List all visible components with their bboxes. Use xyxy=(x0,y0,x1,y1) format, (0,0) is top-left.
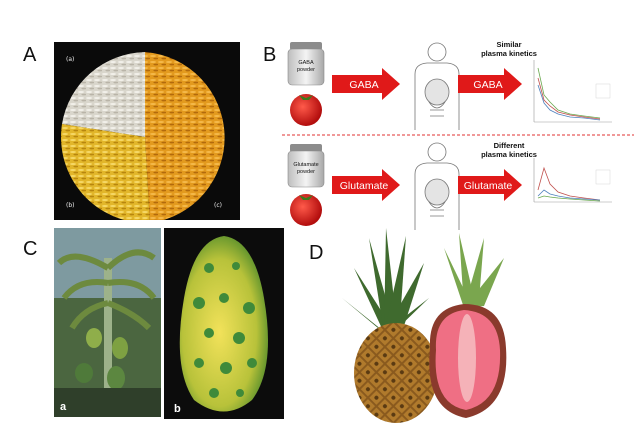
glutamate-arrow-1 xyxy=(332,169,400,201)
glutamate-arrow-2 xyxy=(458,169,522,201)
gaba-arrow-2 xyxy=(458,68,522,100)
rice-label-a: (a) xyxy=(66,56,75,63)
plasma-chart-bottom xyxy=(533,158,612,203)
panel-letter-b: B xyxy=(263,44,277,66)
papaya-plant-label: a xyxy=(60,401,67,413)
plasma-chart-top xyxy=(533,60,612,123)
papaya-plant-photo: a xyxy=(54,228,161,417)
rice-plate-image xyxy=(61,52,225,224)
different-kinetics-line1: Different xyxy=(493,141,525,150)
similar-kinetics-line2: plasma kinetics xyxy=(481,49,537,58)
panel-letter-c: C xyxy=(23,238,38,260)
gaba-jar-label-line1: GABA xyxy=(298,60,314,66)
human-body-bottom xyxy=(414,142,460,230)
papaya-plant-image xyxy=(54,228,161,417)
glutamate-jar-label-line2: powder xyxy=(297,169,315,175)
glutamate-powder-jar xyxy=(287,144,325,188)
different-kinetics-title: Different plasma kinetics xyxy=(464,141,554,159)
rice-photo-panel: (a) (b) (c) xyxy=(54,42,240,224)
gaba-arrow-1-label: GABA xyxy=(349,79,378,91)
different-kinetics-line2: plasma kinetics xyxy=(481,150,537,159)
panel-letter-d: D xyxy=(309,242,324,264)
pineapple-photo xyxy=(334,228,540,424)
rice-label-b: (b) xyxy=(66,202,75,209)
papaya-fruit-label: b xyxy=(174,403,181,415)
similar-kinetics-line1: Similar xyxy=(496,40,522,49)
gaba-powder-jar xyxy=(287,42,325,86)
rice-label-c: (c) xyxy=(214,202,222,209)
kinetics-diagram-svg: GABA powder Glutamate powder GABA GABA G… xyxy=(282,42,634,230)
papaya-fruit-photo: b xyxy=(164,228,284,419)
gaba-arrow-2-label: GABA xyxy=(473,79,502,91)
gaba-jar-label-line2: powder xyxy=(297,67,315,73)
glutamate-arrow-1-label: Glutamate xyxy=(340,180,389,192)
gaba-arrow-1 xyxy=(332,68,400,100)
pineapple-image xyxy=(342,228,507,423)
human-body-top xyxy=(414,42,460,130)
panel-letter-a: A xyxy=(23,44,37,66)
papaya-fruit-image xyxy=(179,236,268,412)
similar-kinetics-title: Similar plasma kinetics xyxy=(464,40,554,58)
kinetics-diagram: GABA powder Glutamate powder GABA GABA G… xyxy=(282,40,634,230)
tomato-bottom-image xyxy=(290,194,322,226)
glutamate-jar-label-line1: Glutamate xyxy=(293,162,318,168)
glutamate-arrow-2-label: Glutamate xyxy=(464,180,513,192)
tomato-top-image xyxy=(290,94,322,126)
